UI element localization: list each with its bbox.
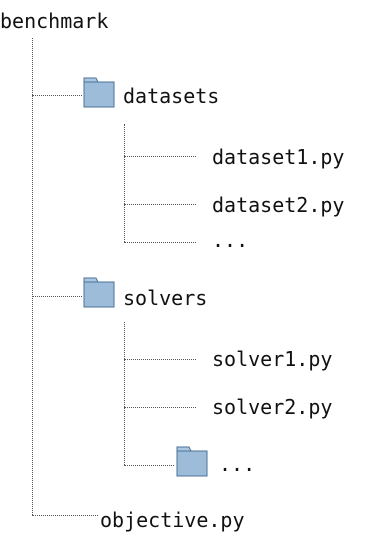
dataset2-connector	[124, 204, 196, 205]
datasets-label: datasets	[123, 84, 220, 108]
solvers-connector	[32, 296, 82, 297]
solver1-connector	[124, 359, 196, 360]
solver1-label: solver1.py	[212, 347, 333, 371]
datasets-trunk-line	[124, 124, 125, 242]
folder-icon	[176, 446, 208, 477]
dataset2-label: dataset2.py	[212, 193, 345, 217]
root-trunk-line	[32, 38, 33, 515]
solver2-connector	[124, 407, 196, 408]
datasets-more-label: ...	[212, 228, 249, 252]
solvers-trunk-line	[124, 322, 125, 465]
root-label: benchmark	[0, 9, 109, 33]
datasets-connector	[32, 95, 82, 96]
objective-label: objective.py	[100, 508, 245, 532]
objective-connector	[32, 515, 98, 516]
datasets-more-connector	[124, 242, 196, 243]
solvers-more-label: ...	[219, 452, 256, 476]
dataset1-connector	[124, 156, 196, 157]
solvers-more-connector	[124, 465, 174, 466]
folder-icon	[83, 77, 115, 108]
solver2-label: solver2.py	[212, 395, 333, 419]
dataset1-label: dataset1.py	[212, 145, 345, 169]
solvers-label: solvers	[123, 286, 208, 310]
folder-icon	[83, 277, 115, 308]
